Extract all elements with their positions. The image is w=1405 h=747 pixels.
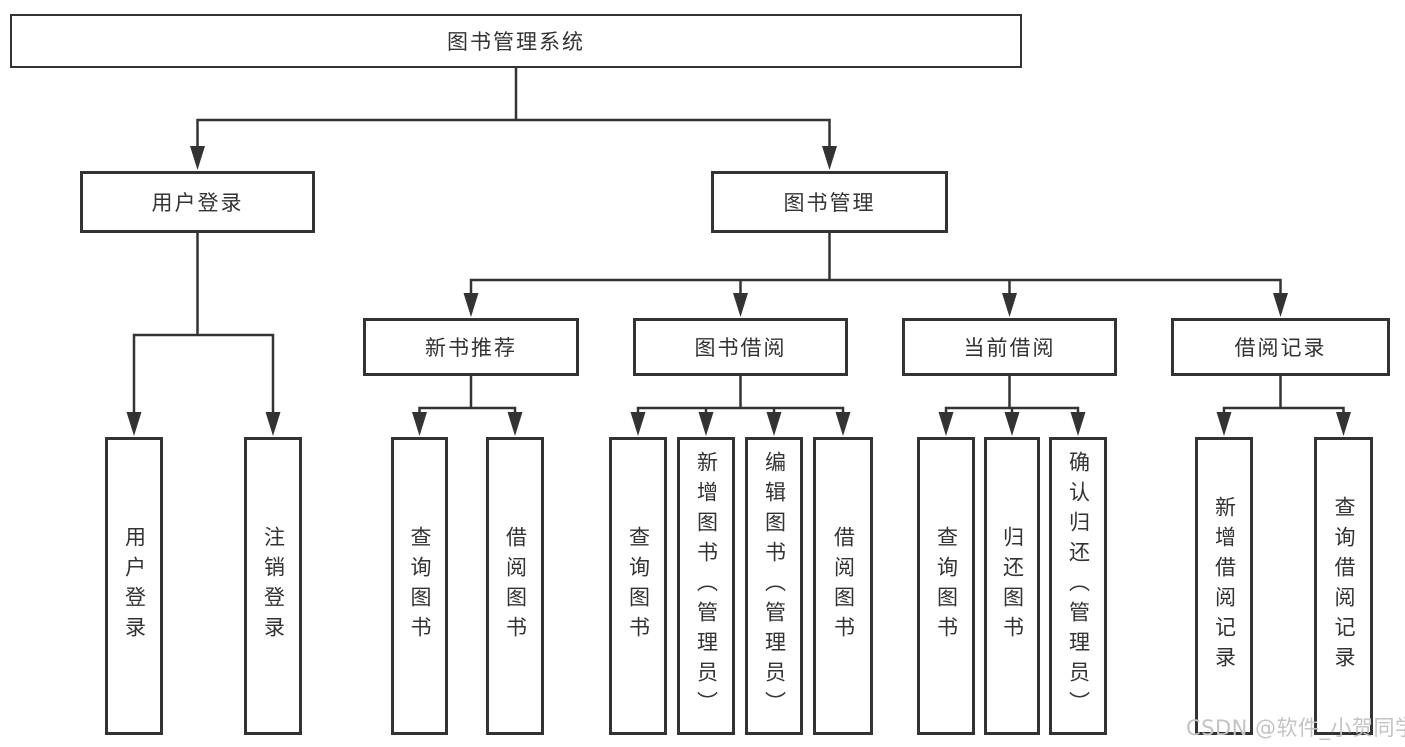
- node-leaf-confirm-return-admin: 确认归还（管理员）: [1049, 437, 1107, 735]
- node-leaf-add-books-admin-label: 新增图书（管理员）: [694, 451, 719, 721]
- node-leaf-confirm-return-admin-label: 确认归还（管理员）: [1066, 451, 1091, 721]
- node-leaf-return-books: 归还图书: [984, 437, 1040, 735]
- node-leaf-user-login-label: 用户登录: [122, 526, 147, 646]
- node-book-management: 图书管理: [711, 171, 948, 233]
- node-leaf-recommend-borrow-books-label: 借阅图书: [503, 526, 528, 646]
- node-borrowing-records: 借阅记录: [1171, 318, 1390, 376]
- node-leaf-current-query-books: 查询图书: [917, 437, 975, 735]
- node-user-login: 用户登录: [80, 171, 315, 233]
- node-leaf-recommend-query-books-label: 查询图书: [408, 526, 432, 646]
- node-leaf-borrowing-borrow-books: 借阅图书: [813, 437, 873, 735]
- node-library-management-system: 图书管理系统: [10, 14, 1022, 68]
- node-leaf-current-query-books-label: 查询图书: [934, 526, 959, 646]
- node-leaf-recommend-query-books: 查询图书: [391, 437, 448, 735]
- node-leaf-edit-books-admin: 编辑图书（管理员）: [745, 437, 803, 735]
- node-leaf-edit-books-admin-label: 编辑图书（管理员）: [762, 451, 787, 721]
- node-leaf-return-books-label: 归还图书: [1000, 526, 1025, 646]
- node-leaf-logout-label: 注销登录: [261, 526, 286, 646]
- node-current-borrowing: 当前借阅: [902, 318, 1117, 376]
- node-leaf-add-borrow-record-label: 新增借阅记录: [1212, 496, 1237, 676]
- node-leaf-user-login: 用户登录: [105, 437, 163, 735]
- node-leaf-borrowing-query-books: 查询图书: [609, 437, 667, 735]
- node-leaf-logout: 注销登录: [244, 437, 302, 735]
- node-leaf-recommend-borrow-books: 借阅图书: [486, 437, 544, 735]
- node-book-borrowing: 图书借阅: [633, 318, 848, 376]
- node-leaf-add-borrow-record: 新增借阅记录: [1195, 437, 1253, 735]
- node-leaf-borrowing-borrow-books-label: 借阅图书: [831, 526, 856, 646]
- node-new-book-recommendation: 新书推荐: [363, 318, 579, 376]
- node-leaf-query-borrow-record: 查询借阅记录: [1314, 437, 1373, 735]
- node-leaf-borrowing-query-books-label: 查询图书: [626, 526, 651, 646]
- node-leaf-add-books-admin: 新增图书（管理员）: [677, 437, 735, 735]
- csdn-watermark: CSDN @软件_小贺同学: [1186, 716, 1405, 740]
- node-leaf-query-borrow-record-label: 查询借阅记录: [1332, 496, 1356, 676]
